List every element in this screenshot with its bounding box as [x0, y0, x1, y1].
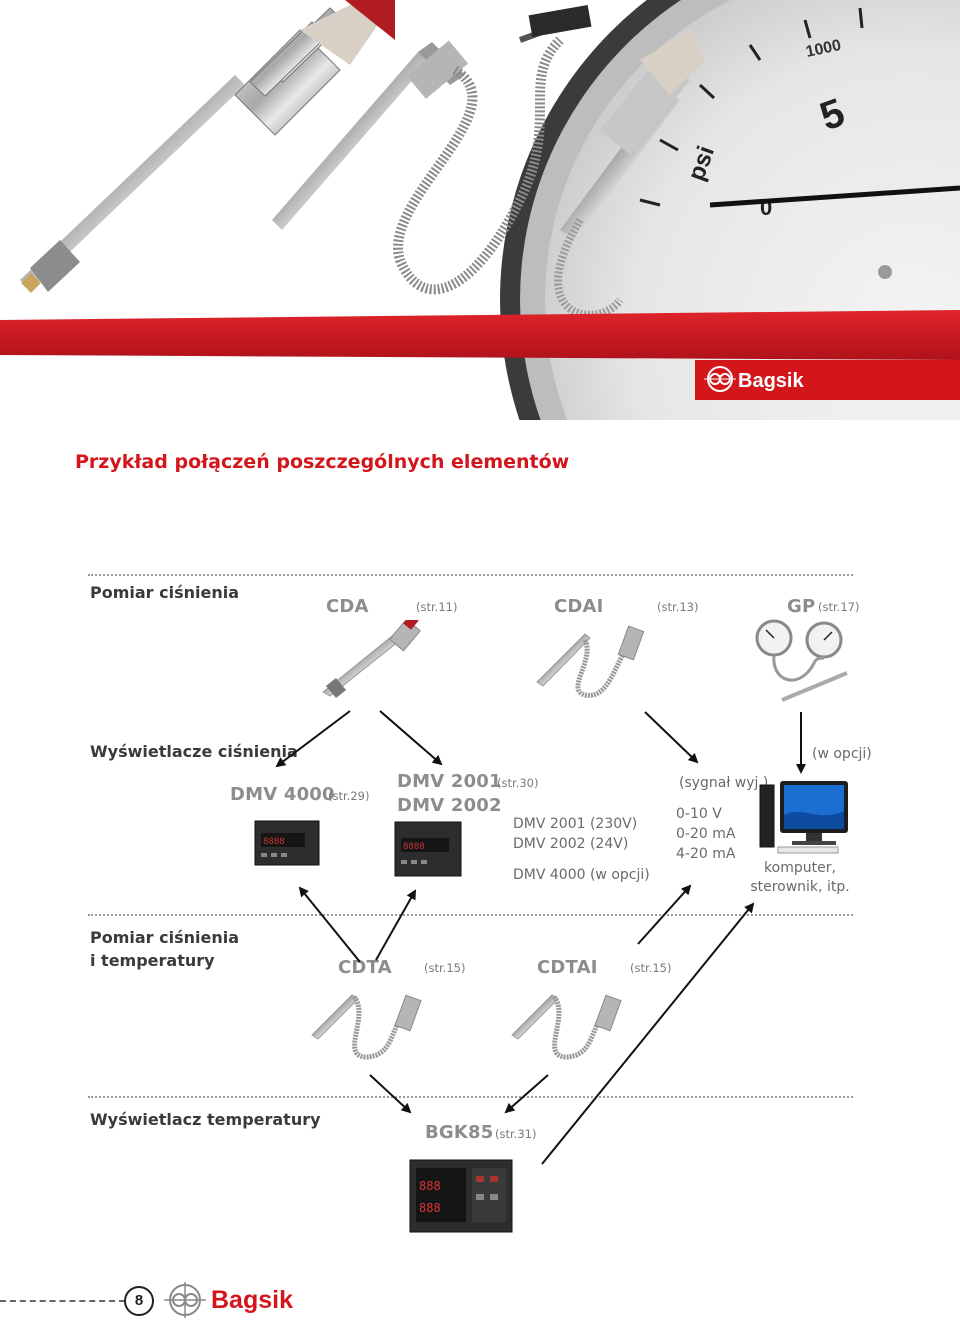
- arrow-cda-to-dmv4000: [275, 710, 351, 768]
- page-ref-bgk85: (str.31): [495, 1127, 537, 1141]
- page-title: Przykład połączeń poszczególnych element…: [75, 451, 570, 473]
- footer-brand: Bagsik: [211, 1286, 293, 1314]
- note-signal-title: (sygnał wyj.): [679, 775, 769, 791]
- page-ref-dmv2001: (str.30): [497, 776, 539, 790]
- bgk85-display-image: 888 888: [409, 1159, 513, 1233]
- dmv2001-display-image: 8888: [394, 821, 462, 877]
- computer-monitor-icon: [759, 781, 848, 854]
- product-name-cda: CDA: [326, 596, 369, 617]
- section-divider: [88, 1096, 853, 1098]
- arrow-cdta-to-dmv4000: [298, 886, 361, 963]
- product-name-gp: GP: [787, 596, 816, 617]
- dmv4000-display-image: 8888: [254, 820, 320, 866]
- note-computer: komputer,: [764, 860, 836, 876]
- svg-text:888: 888: [419, 1201, 441, 1215]
- note-optional: (w opcji): [812, 746, 872, 762]
- cda-sensor-photo: [20, 0, 395, 293]
- cdta-sensor-image: [311, 994, 422, 1060]
- section-label-pressure-temp-2: i temperatury: [90, 951, 215, 970]
- page-ref-gp: (str.17): [818, 600, 860, 614]
- section-divider: [88, 574, 853, 576]
- arrow-cdai-to-signal: [644, 711, 699, 764]
- arrow-cda-to-dmv2001: [379, 710, 443, 766]
- arrow-cdtai-to-bgk85: [504, 1074, 549, 1114]
- svg-text:8888: 8888: [263, 837, 285, 847]
- red-header-band: [0, 310, 960, 360]
- note-signal-0-20ma: 0-20 mA: [676, 826, 736, 842]
- gp-gauge-image: [755, 619, 848, 702]
- header-brand-logo: Bagsik: [704, 366, 804, 392]
- arrow-cdta-to-dmv2001: [375, 889, 416, 961]
- section-label-temp-display: Wyświetlacz temperatury: [90, 1110, 321, 1129]
- section-label-pressure-displays: Wyświetlacze ciśnienia: [90, 742, 298, 761]
- product-name-dmv2001: DMV 2001: [397, 771, 502, 792]
- page-ref-cdai: (str.13): [657, 600, 699, 614]
- note-dmv-24v: DMV 2002 (24V): [513, 836, 629, 852]
- note-dmv-230v: DMV 2001 (230V): [513, 816, 638, 832]
- arrow-bgk85-to-computer: [541, 902, 755, 1165]
- section-label-pressure-temp-1: Pomiar ciśnienia: [90, 928, 240, 947]
- cdai-sensor-image: [536, 625, 645, 698]
- svg-text:888: 888: [419, 1179, 441, 1193]
- svg-text:Bagsik: Bagsik: [738, 370, 804, 392]
- arrow-cdta-to-bgk85: [369, 1074, 412, 1114]
- product-name-dmv2002: DMV 2002: [397, 795, 502, 816]
- product-name-dmv4000: DMV 4000: [230, 784, 335, 805]
- note-controller: sterownik, itp.: [750, 879, 850, 895]
- page-ref-dmv4000: (str.29): [328, 789, 370, 803]
- cdai-sensor-photo: [272, 4, 592, 295]
- note-signal-4-20ma: 4-20 mA: [676, 846, 736, 862]
- page-ref-cdtai: (str.15): [630, 961, 672, 975]
- page-ref-cdta: (str.15): [424, 961, 466, 975]
- product-name-cdai: CDAI: [554, 596, 604, 617]
- footer-brand-logo-icon: [164, 1282, 206, 1318]
- product-name-cdtai: CDTAI: [537, 957, 598, 978]
- footer-dashed-line: [0, 1300, 125, 1302]
- svg-text:8888: 8888: [403, 842, 425, 852]
- note-signal-0-10v: 0-10 V: [676, 806, 722, 822]
- arrow-cdtai-to-signal: [637, 884, 692, 945]
- product-name-cdta: CDTA: [338, 957, 392, 978]
- cdtai-sensor-image: [511, 994, 622, 1060]
- header-photo: 5 1000 psi 0: [0, 0, 960, 420]
- section-label-pressure: Pomiar ciśnienia: [90, 583, 240, 602]
- page-number: 8: [124, 1286, 154, 1316]
- note-dmv4000-optional: DMV 4000 (w opcji): [513, 867, 650, 883]
- cda-sensor-image: [322, 620, 421, 698]
- third-sensor-photo: [554, 30, 705, 319]
- page-ref-cda: (str.11): [416, 600, 458, 614]
- product-name-bgk85: BGK85: [425, 1122, 494, 1143]
- section-divider: [88, 914, 853, 916]
- brand-tab: [695, 360, 960, 400]
